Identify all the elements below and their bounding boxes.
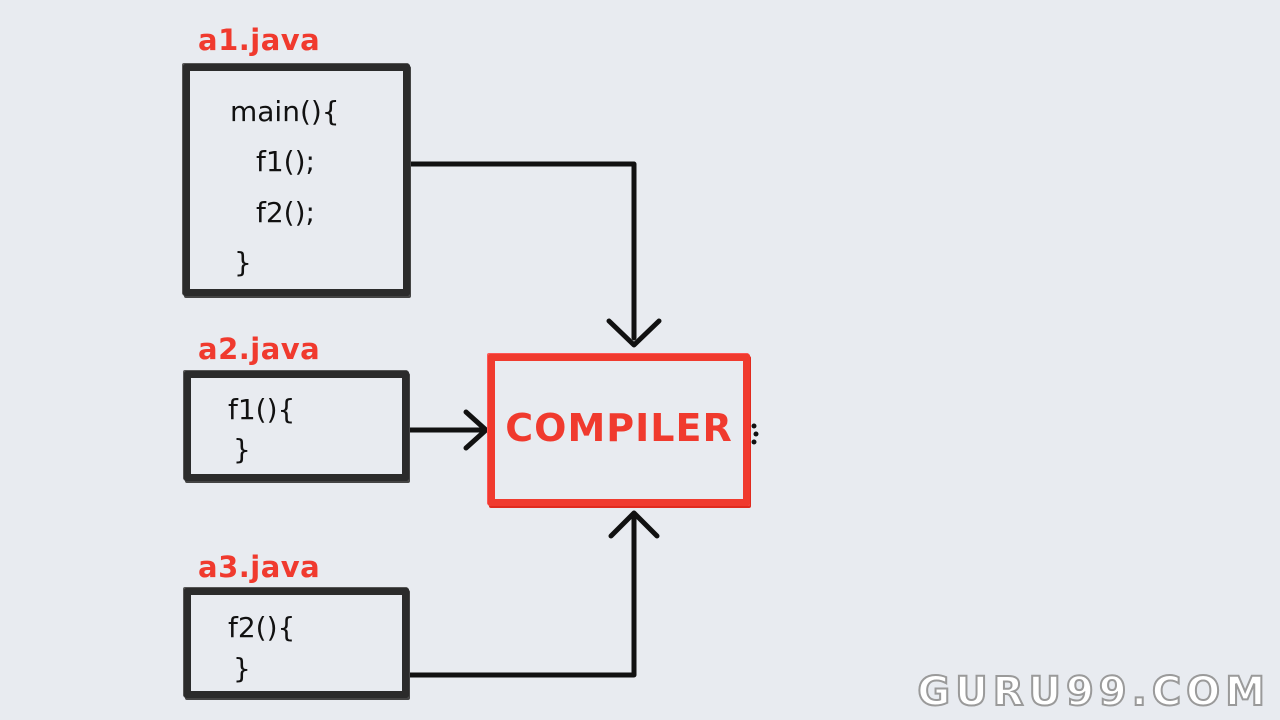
arrowhead-a3 [608, 510, 660, 539]
arrow-a3-to-compiler [407, 513, 637, 678]
code-line-f1-call: f1(); [256, 145, 315, 178]
code-line-f2-def: f2(){ [228, 611, 296, 644]
code-line-close-brace: } [233, 652, 251, 685]
arrow-a1-to-compiler [407, 161, 637, 341]
code-box-a3: f2(){ } [184, 588, 409, 698]
doodle-marks [751, 423, 759, 445]
compiler-box: COMPILER [488, 354, 750, 506]
compiler-label: COMPILER [505, 406, 733, 450]
code-line-f1-def: f1(){ [228, 393, 296, 426]
file-label-a1: a1.java [198, 23, 321, 57]
code-line-main: main(){ [230, 95, 340, 128]
code-line-close-brace: } [234, 246, 252, 279]
arrowhead-a2 [463, 409, 489, 451]
code-line-close-brace: } [233, 433, 251, 466]
code-box-a2: f1(){ } [184, 371, 409, 481]
code-box-a1: main(){ f1(); f2(); } [183, 64, 410, 296]
file-label-a2: a2.java [198, 332, 321, 366]
arrowhead-a1 [606, 318, 662, 348]
watermark-logo: GURU99.COM [916, 669, 1270, 715]
code-line-f2-call: f2(); [256, 196, 315, 229]
file-label-a3: a3.java [198, 550, 321, 584]
